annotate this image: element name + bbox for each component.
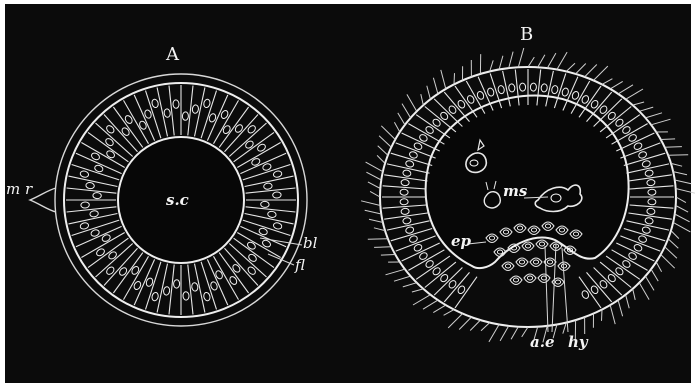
panel-b-label-hy: hy xyxy=(568,333,589,351)
cilium xyxy=(454,73,455,84)
panel-a-label-sc: s.c xyxy=(166,191,189,209)
cilium xyxy=(374,247,391,248)
cilium xyxy=(602,310,603,321)
cilium xyxy=(665,147,682,148)
panel-b-letter: B xyxy=(520,24,533,45)
cilium xyxy=(381,255,395,256)
panel-a-letter: A xyxy=(165,44,180,65)
panel-a-label-mr: m r xyxy=(6,180,33,198)
panel-a-label-fl: fl xyxy=(294,256,305,274)
panel-b-label-ae: a.e xyxy=(530,333,555,351)
panel-b-label-ms: ms xyxy=(503,182,528,200)
panel-a-label-bl: bl xyxy=(303,234,318,252)
cilium xyxy=(661,139,675,140)
panel-b-label-ep: ep xyxy=(451,232,472,250)
